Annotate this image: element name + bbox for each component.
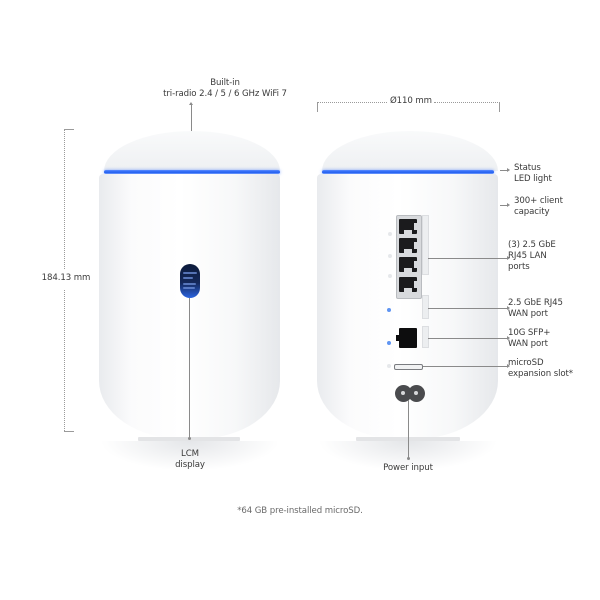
lan-ports-arrow xyxy=(507,256,510,260)
power-callout-dot xyxy=(407,457,410,460)
power-callout-line xyxy=(408,400,409,458)
rear-dome-cap xyxy=(322,131,498,171)
sfp-side-strip xyxy=(422,326,429,348)
client-capacity-leader xyxy=(500,205,508,206)
microsd-leader xyxy=(423,366,508,367)
height-dim-top-tick xyxy=(64,129,74,130)
height-dim-bottom-tick xyxy=(64,431,74,432)
lcm-callout-label: LCM display xyxy=(175,449,205,470)
lan-port-1[interactable] xyxy=(399,219,417,234)
status-led-leader xyxy=(500,170,508,171)
wan-rj45-leader xyxy=(428,308,508,309)
wifi-callout-label: Built-in tri-radio 2.4 / 5 / 6 GHz WiFi … xyxy=(163,78,287,99)
front-reflection xyxy=(100,441,280,471)
client-capacity-callout: 300+ client capacity xyxy=(514,196,563,217)
wan-indicator-icon xyxy=(387,308,391,312)
sfp-arrow xyxy=(507,336,510,340)
sfp-indicator-icon xyxy=(387,341,391,345)
lan-ports-callout: (3) 2.5 GbE RJ45 LAN ports xyxy=(508,240,556,272)
diameter-dim-right-tick xyxy=(499,102,500,112)
diameter-dim-line-left xyxy=(317,102,387,103)
microsd-callout: microSD expansion slot* xyxy=(508,358,573,379)
wan-side-strip xyxy=(422,295,429,319)
lan-ports-leader xyxy=(428,258,508,259)
diameter-dim-left-tick xyxy=(317,102,318,112)
front-status-led-bar xyxy=(104,170,280,174)
lan-port-2[interactable] xyxy=(399,238,417,253)
microsd-slot[interactable] xyxy=(394,364,423,370)
height-dim-line-lower xyxy=(64,290,65,431)
diameter-dim-line-right xyxy=(434,102,500,103)
lan-2-indicator-icon xyxy=(388,254,392,258)
status-led-arrow xyxy=(507,168,510,172)
status-led-callout: Status LED light xyxy=(514,163,552,184)
lcm-callout-line xyxy=(189,298,190,438)
wan-rj45-callout: 2.5 GbE RJ45 WAN port xyxy=(508,298,563,319)
wan-rj45-arrow xyxy=(507,306,510,310)
sfp-plus-port[interactable] xyxy=(396,328,417,348)
height-dim-label: 184.13 mm xyxy=(41,273,91,284)
sfp-callout: 10G SFP+ WAN port xyxy=(508,328,551,349)
lan-1-indicator-icon xyxy=(388,232,392,236)
rear-status-led-bar xyxy=(322,170,494,174)
sd-indicator-icon xyxy=(387,364,391,368)
lan-port-3[interactable] xyxy=(399,257,417,272)
lcm-callout-dot xyxy=(188,437,191,440)
sfp-leader xyxy=(428,338,508,339)
wifi-callout-line xyxy=(191,104,192,150)
power-callout-label: Power input xyxy=(383,463,433,473)
wan-rj45-port[interactable] xyxy=(399,277,417,292)
front-dome-cap xyxy=(104,131,280,171)
diameter-dim-label: Ø110 mm xyxy=(390,96,432,106)
microsd-arrow xyxy=(507,364,510,368)
client-capacity-arrow xyxy=(507,203,510,207)
power-input-port[interactable] xyxy=(395,385,425,402)
wifi-callout-arrow xyxy=(189,102,193,105)
lcm-display-screen xyxy=(180,264,200,298)
lan-3-indicator-icon xyxy=(388,274,392,278)
footnote: *64 GB pre-installed microSD. xyxy=(237,506,363,516)
height-dim-line-upper xyxy=(64,129,65,269)
lan-side-strip xyxy=(422,215,429,275)
